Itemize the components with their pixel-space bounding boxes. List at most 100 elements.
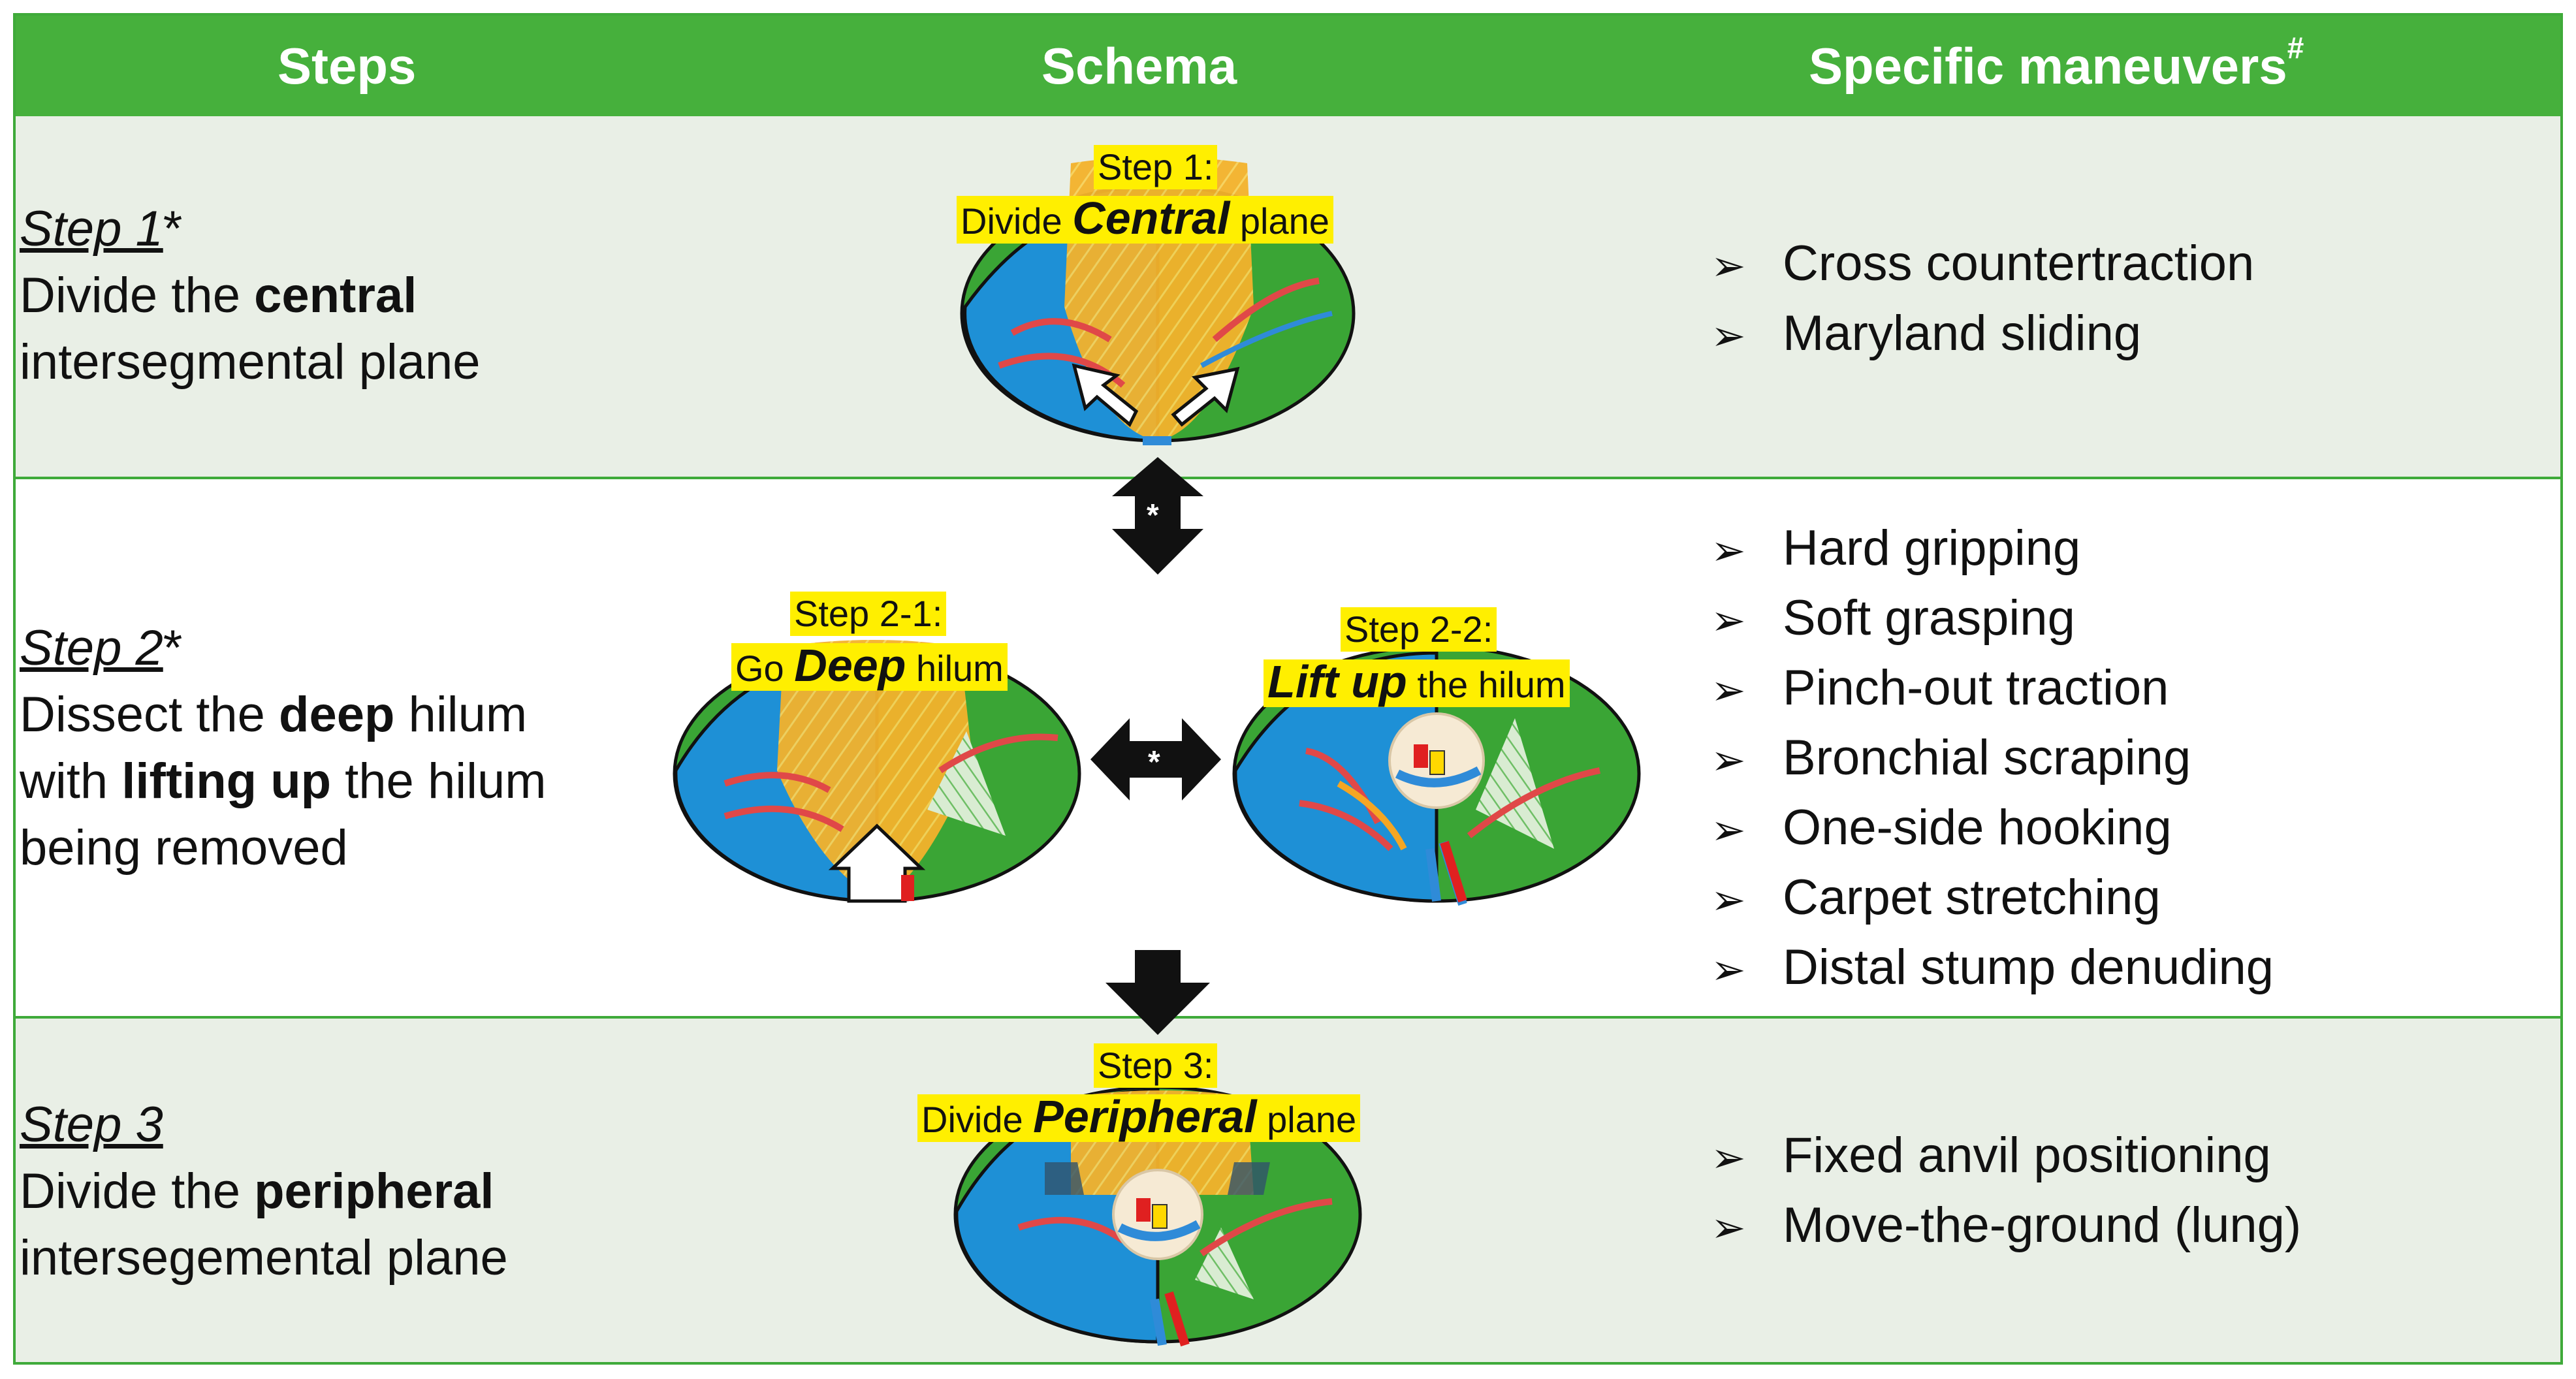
hilum-red: [901, 875, 914, 901]
hilum-red-block: [1414, 744, 1428, 768]
step-2-description: Step 2* Dissect the deep hilum with lift…: [20, 615, 547, 881]
step-1-bold: central: [254, 268, 417, 323]
lift-curve-arrow-icon: [1395, 766, 1482, 787]
list-item: ➢ Move-the-ground (lung): [1711, 1192, 2301, 1261]
maneuver-label: Bronchial scraping: [1783, 730, 2191, 785]
step-2-1-schema-label-line1: Step 2-1:: [790, 592, 947, 636]
list-item: ➢Distal stump denuding: [1711, 934, 2274, 1004]
horizontal-arrow-mark: *: [1148, 745, 1160, 780]
anvil-right: [1228, 1162, 1270, 1195]
step-2-line1-pre: Dissect the: [20, 687, 279, 742]
step-1-description: Step 1* Divide the central intersegmenta…: [20, 196, 481, 396]
step-3-line2: intersegemental plane: [20, 1230, 508, 1286]
arrow-bullet-icon: ➢: [1711, 312, 1746, 359]
list-item: ➢ Fixed anvil positioning: [1711, 1122, 2301, 1192]
step-2-line2-post: the hilum: [331, 753, 547, 809]
hilum-stub: [1143, 436, 1171, 445]
maneuvers-step-2: ➢ Hard gripping ➢Soft grasping ➢ Pinch-out…: [1711, 515, 2274, 1004]
left-arrow-icon: [1072, 363, 1139, 427]
right-arrow-icon: [1171, 366, 1240, 427]
list-item: ➢Soft grasping: [1711, 584, 2274, 654]
arrow-bullet-icon: ➢: [1711, 667, 1746, 714]
label-bold: Deep: [794, 640, 906, 691]
step-2-line3: being removed: [20, 820, 348, 876]
maneuver-label: Maryland sliding: [1783, 306, 2142, 361]
label-bold: Lift up: [1267, 656, 1407, 707]
step-2-title: Step 2: [20, 620, 163, 676]
step-3-line1: Divide the: [20, 1164, 255, 1219]
maneuver-label: Distal stump denuding: [1783, 940, 2274, 995]
list-item: ➢ One-side hooking: [1711, 794, 2274, 864]
table-header: Steps Schema Specific maneuvers#: [13, 13, 2563, 116]
step-1-line2: intersegmental plane: [20, 334, 481, 390]
step-2-1-lung-schema: [673, 640, 1081, 903]
maneuver-label: Fixed anvil positioning: [1783, 1128, 2271, 1183]
step-2-line1-bold: deep: [279, 687, 395, 742]
step-2-2-schema-label-line2: Lift up the hilum: [1264, 659, 1570, 707]
hatched-segment: [1195, 1228, 1254, 1299]
step-3-schema-label-line2: Divide Peripheral plane: [917, 1091, 1361, 1142]
step-2-line2-bold: lifting up: [121, 753, 332, 809]
maneuvers-step-3: ➢ Fixed anvil positioning ➢ Move-the-groun…: [1711, 1122, 2301, 1261]
vessel-branch-blue: [1200, 311, 1333, 368]
hilum-red-block: [1136, 1198, 1151, 1222]
arrow-bullet-icon: ➢: [1711, 737, 1746, 784]
label-text: plane: [1230, 200, 1329, 242]
label-text: Divide: [921, 1099, 1034, 1140]
maneuver-label: Hard gripping: [1783, 520, 2081, 576]
step-3-title: Step 3: [20, 1097, 163, 1152]
row-divider: [13, 477, 2563, 479]
step-1-title: Step 1: [20, 201, 163, 257]
vessel-branches: [724, 733, 1058, 832]
label-text: plane: [1256, 1099, 1357, 1140]
step-3-bold: peripheral: [254, 1164, 494, 1219]
hatched-segment: [927, 731, 1006, 836]
maneuver-label: One-side hooking: [1783, 800, 2172, 855]
header-schema: Schema: [1042, 37, 1237, 95]
label-text: Go: [735, 648, 795, 689]
hilum-yellow-block: [1152, 1204, 1168, 1229]
arrow-bullet-icon: ➢: [1711, 1134, 1746, 1181]
label-text: hilum: [906, 648, 1004, 689]
hilum-stem: [1150, 1298, 1167, 1346]
header-maneuvers-label: Specific maneuvers: [1809, 37, 2287, 95]
hilum-stem-red: [1440, 840, 1467, 903]
arrow-bullet-icon: ➢: [1711, 1204, 1746, 1251]
step-2-line2-pre: with: [20, 753, 122, 809]
vertical-arrow-mark: *: [1147, 498, 1159, 533]
step-2-2-lung-schema: [1232, 644, 1641, 906]
header-maneuvers: Specific maneuvers#: [1809, 31, 2304, 96]
label-bold: Central: [1072, 193, 1230, 244]
horizontal-double-arrow-icon: [1090, 718, 1221, 800]
lift-curve-arrow-icon: [1117, 1220, 1201, 1241]
arrow-bullet-icon: ➢: [1711, 597, 1746, 644]
list-item: ➢ Maryland sliding: [1711, 300, 2254, 370]
table-frame: [13, 13, 2563, 1365]
header-steps: Steps: [278, 37, 417, 95]
arrow-bullet-icon: ➢: [1711, 527, 1746, 574]
maneuver-label: Pinch-out traction: [1783, 660, 2169, 716]
step-2-line1-post: hilum: [394, 687, 528, 742]
maneuver-label: Move-the-ground (lung): [1783, 1197, 2302, 1253]
vertical-double-arrow-icon: [1112, 457, 1203, 575]
step-1-schema-label-line1: Step 1:: [1094, 145, 1218, 189]
step-1-mark: *: [163, 201, 183, 257]
row-divider: [13, 1016, 2563, 1019]
arrow-bullet-icon: ➢: [1711, 876, 1746, 923]
list-item: ➢Cross countertraction: [1711, 230, 2254, 300]
step-1-line1: Divide the: [20, 268, 255, 323]
down-arrow-icon: [1105, 950, 1210, 1035]
hilum-stem-red: [1164, 1291, 1190, 1347]
list-item: ➢ Bronchial scraping: [1711, 724, 2274, 794]
anvil-left: [1045, 1162, 1084, 1195]
step-3-schema-label-line1: Step 3:: [1094, 1043, 1218, 1088]
step-2-2-schema-label-line1: Step 2-2:: [1341, 607, 1497, 652]
step-3-description: Step 3 Divide the peripheral intersegeme…: [20, 1092, 508, 1292]
label-text: the hilum: [1407, 664, 1566, 705]
header-maneuvers-mark: #: [2287, 31, 2304, 65]
maneuver-label: Carpet stretching: [1783, 870, 2161, 925]
list-item: ➢ Carpet stretching: [1711, 864, 2274, 934]
arrow-bullet-icon: ➢: [1711, 806, 1746, 853]
maneuvers-step-1: ➢Cross countertraction ➢ Maryland sliding: [1711, 230, 2254, 370]
label-bold: Peripheral: [1033, 1091, 1257, 1142]
